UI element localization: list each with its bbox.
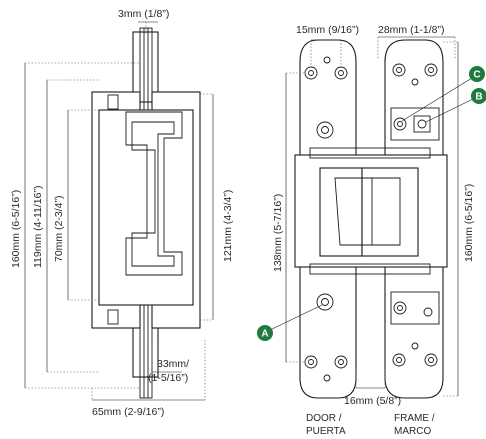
frame-adjust-screw-c-inner — [397, 121, 403, 127]
door-hole-top-right-inner — [338, 70, 344, 76]
side-arm-inner — [131, 121, 175, 267]
side-arm-profile — [125, 111, 183, 276]
side-label-65mm: 65mm (2-9/16”) — [92, 406, 164, 418]
side-label-3mm: 3mm (1/8”) — [118, 8, 169, 20]
door-adjust-bottom — [316, 293, 334, 311]
frame-adjust-bottom-right — [423, 307, 433, 317]
center-bottom-bar — [309, 263, 431, 275]
frame-hole-bottom-right — [424, 353, 438, 367]
frame-adjust-screw-c — [393, 117, 407, 131]
frame-adjust-screw-b — [413, 115, 431, 133]
frame-hole-top-left — [392, 63, 406, 77]
frame-label-line1: FRAME / — [394, 413, 435, 424]
front-label-15mm: 15mm (9/16”) — [296, 24, 359, 36]
frame-hole-bottom-right-inner — [428, 357, 434, 363]
side-flange-top — [132, 31, 159, 103]
frame-hole-top-mid — [411, 78, 419, 86]
center-body-left — [319, 167, 363, 257]
side-notch-top — [107, 94, 119, 110]
frame-adjust-screw-b-inner — [417, 119, 427, 129]
callouts: A B C — [257, 66, 486, 341]
side-view: 3mm (1/8”) 160mm (6-5/16”) 119mm (4-11/1… — [10, 8, 234, 418]
front-label-138mm: 138mm (5-7/16”) — [272, 194, 284, 272]
side-label-121mm: 121mm (4-3/4”) — [222, 190, 234, 262]
side-notch-bottom — [107, 309, 119, 325]
callout-a-badge: A — [257, 325, 273, 341]
frame-label-line2: MARCO — [394, 426, 431, 437]
door-hole-bottom-right-inner — [338, 359, 344, 365]
callout-a-letter: A — [261, 329, 268, 340]
callout-b-badge: B — [471, 88, 486, 104]
front-view: 15mm (9/16”) 28mm (1-1/8”) 138mm (5-7/16… — [272, 24, 475, 437]
side-label-33mm-line1: 33mm/ — [157, 358, 189, 370]
frame-hole-bottom-left-inner — [396, 357, 402, 363]
front-label-160mm: 160mm (6-5/16”) — [463, 184, 475, 262]
side-body-inner — [98, 109, 194, 306]
frame-hole-top-right-inner — [428, 67, 434, 73]
frame-hole-top-right — [424, 63, 438, 77]
door-hole-bottom-left-inner — [308, 359, 314, 365]
door-hole-bottom-mid — [323, 374, 331, 382]
door-label-line2: PUERTA — [306, 426, 346, 437]
callout-c-leader — [401, 77, 473, 122]
side-label-70mm: 70mm (2-3/4”) — [53, 195, 65, 262]
side-label-33mm-line2: (1-5/16”) — [148, 372, 188, 384]
frame-adjust-box-bottom — [390, 291, 440, 325]
callout-b-leader — [425, 97, 476, 123]
door-hole-bottom-right — [334, 355, 348, 369]
front-label-28mm: 28mm (1-1/8”) — [378, 24, 445, 36]
center-body-arm — [334, 177, 401, 246]
side-label-119mm: 119mm (4-11/16”) — [32, 186, 44, 268]
front-label-16mm: 16mm (5/8”) — [344, 395, 401, 407]
callout-c-letter: C — [473, 70, 480, 81]
door-hole-top-left-inner — [308, 70, 314, 76]
frame-hole-bottom-left — [392, 353, 406, 367]
frame-adjust-bottom-left — [393, 301, 407, 315]
callout-b-letter: B — [475, 92, 482, 103]
door-adjust-top — [316, 121, 334, 139]
frame-adjust-bottom-left-inner — [397, 305, 403, 311]
center-body-right — [361, 167, 419, 257]
door-hole-bottom-left — [304, 355, 318, 369]
callout-c-badge: C — [469, 66, 485, 82]
door-hole-top-mid — [323, 56, 331, 64]
frame-hole-top-left-inner — [396, 67, 402, 73]
center-top-bar — [309, 147, 431, 159]
frame-adjust-box-top — [390, 107, 440, 141]
callout-a-leader — [269, 304, 323, 331]
door-label-line1: DOOR / — [306, 413, 342, 424]
door-adjust-top-inner — [321, 126, 329, 134]
side-label-160mm: 160mm (6-5/16”) — [10, 190, 22, 268]
frame-hole-bottom-mid — [411, 342, 419, 350]
door-adjust-bottom-inner — [321, 298, 329, 306]
